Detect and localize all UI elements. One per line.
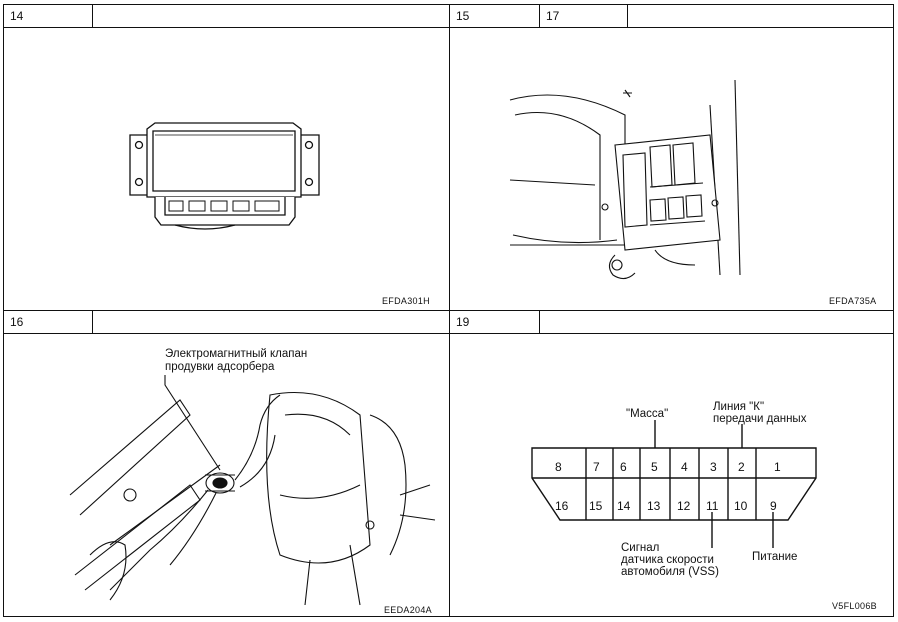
label-k-line-line1: Линия "К" [713, 401, 765, 413]
pin-9: 9 [770, 499, 777, 513]
panel-16-figure-code: EEDA204A [384, 605, 432, 615]
pin-7: 7 [593, 460, 600, 474]
pin-14: 14 [617, 499, 631, 513]
panel-16-number: 16 [10, 315, 24, 329]
purge-valve-callout-line1: Электромагнитный клапан [165, 348, 308, 360]
panel-15-number: 15 [456, 9, 470, 23]
panel-15-figure-code: EFDA735A [829, 296, 877, 306]
pin-12: 12 [677, 499, 691, 513]
pin-5: 5 [651, 460, 658, 474]
obd-connector-drawing [531, 420, 817, 548]
pin-4: 4 [681, 460, 688, 474]
panel-14-figure-code: EFDA301H [382, 296, 430, 306]
purge-valve-callout-line2: продувки адсорбера [165, 361, 275, 373]
pin-16: 16 [555, 499, 569, 513]
label-vss-line2: датчика скорости [621, 554, 714, 566]
label-vss-line1: Сигнал [621, 542, 660, 554]
label-vss-line3: автомобиля (VSS) [621, 566, 719, 578]
label-power: Питание [752, 551, 798, 563]
pin-11: 11 [706, 499, 719, 513]
panel-14-number: 14 [10, 9, 24, 23]
ecu-module-drawing [129, 122, 320, 230]
pin-13: 13 [647, 499, 661, 513]
pin-8: 8 [555, 460, 562, 474]
panel-19-number: 19 [456, 315, 470, 329]
pin-10: 10 [734, 499, 748, 513]
pin-15: 15 [589, 499, 603, 513]
panel-19-figure-code: V5FL006B [832, 601, 877, 611]
panel-17-number: 17 [546, 9, 560, 23]
pin-6: 6 [620, 460, 627, 474]
pin-3: 3 [710, 460, 717, 474]
label-ground: "Масса" [626, 408, 669, 420]
label-k-line-line2: передачи данных [713, 413, 807, 425]
pin-1: 1 [774, 460, 781, 474]
fuse-box-drawing [509, 79, 741, 280]
pin-2: 2 [738, 460, 745, 474]
engine-bay-drawing [69, 375, 436, 606]
